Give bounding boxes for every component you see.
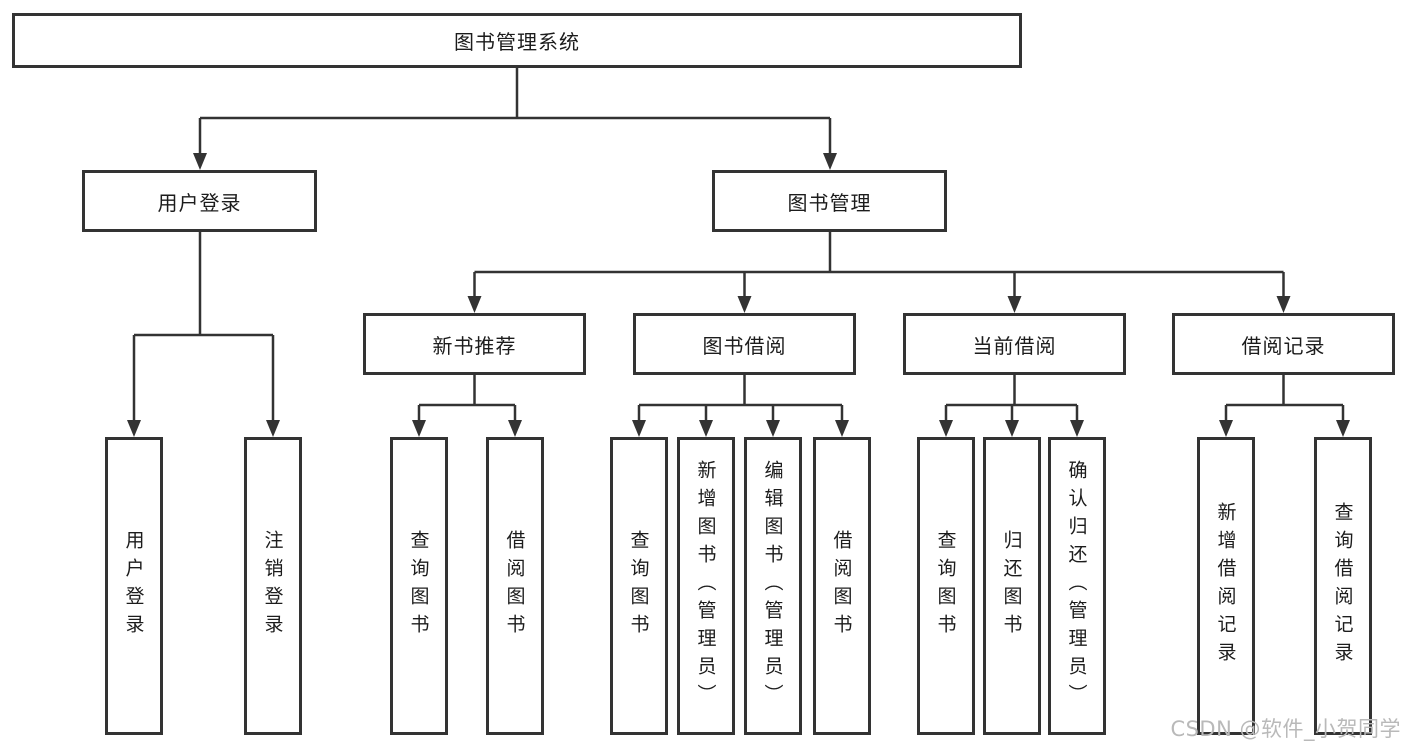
leaf-label: 用户登录	[122, 530, 145, 642]
leaf-label: 借阅图书	[830, 530, 853, 642]
node-label: 图书借阅	[702, 333, 787, 358]
leaf-label: 借阅图书	[503, 530, 526, 642]
node-current-borrow: 当前借阅	[903, 313, 1126, 375]
leaf-add-books-admin: 新增图书（管理员）	[677, 437, 735, 735]
leaf-confirm-return-admin: 确认归还（管理员）	[1048, 437, 1106, 735]
leaf-add-borrow-record: 新增借阅记录	[1197, 437, 1255, 735]
node-book-management: 图书管理	[712, 170, 947, 232]
leaf-label: 编辑图书（管理员）	[761, 460, 784, 712]
leaf-label: 查询图书	[627, 530, 650, 642]
leaf-label: 查询借阅记录	[1331, 502, 1354, 670]
node-root-system: 图书管理系统	[12, 13, 1022, 68]
node-book-borrow: 图书借阅	[633, 313, 856, 375]
node-new-book-recommend: 新书推荐	[363, 313, 586, 375]
node-label: 借阅记录	[1241, 333, 1326, 358]
leaf-query-books: 查询图书	[390, 437, 448, 735]
node-user-login: 用户登录	[82, 170, 317, 232]
leaf-label: 查询图书	[407, 530, 430, 642]
leaf-logout: 注销登录	[244, 437, 302, 735]
leaf-return-books: 归还图书	[983, 437, 1041, 735]
leaf-label: 新增图书（管理员）	[694, 460, 717, 712]
node-label: 新书推荐	[432, 333, 517, 358]
leaf-label: 注销登录	[261, 530, 284, 642]
leaf-label: 查询图书	[934, 530, 957, 642]
leaf-borrow-books: 借阅图书	[813, 437, 871, 735]
leaf-label: 确认归还（管理员）	[1065, 460, 1088, 712]
leaf-query-books: 查询图书	[610, 437, 668, 735]
node-label: 用户登录	[157, 190, 242, 215]
node-label: 图书管理	[787, 190, 872, 215]
leaf-label: 新增借阅记录	[1214, 502, 1237, 670]
node-label: 当前借阅	[972, 333, 1057, 358]
leaf-user-login: 用户登录	[105, 437, 163, 735]
leaf-query-borrow-record: 查询借阅记录	[1314, 437, 1372, 735]
leaf-borrow-books: 借阅图书	[486, 437, 544, 735]
node-label: 图书管理系统	[454, 30, 580, 54]
leaf-query-books: 查询图书	[917, 437, 975, 735]
csdn-watermark: CSDN @软件_小贺同学	[1170, 717, 1401, 741]
node-borrow-records: 借阅记录	[1172, 313, 1395, 375]
leaf-edit-books-admin: 编辑图书（管理员）	[744, 437, 802, 735]
leaf-label: 归还图书	[1000, 530, 1023, 642]
